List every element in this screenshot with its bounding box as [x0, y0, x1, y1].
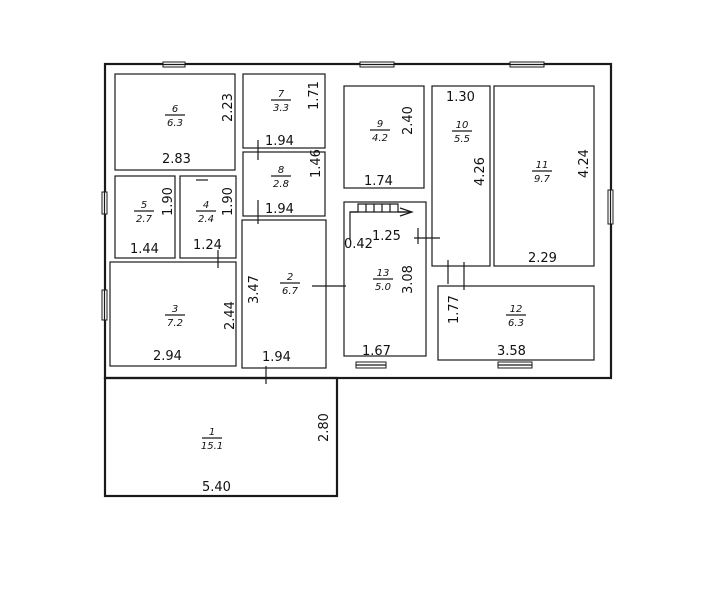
- room-10-outline: [431, 85, 491, 267]
- room-12-area: 6.3: [508, 318, 524, 329]
- room-1-number: 1: [209, 427, 215, 438]
- room-8-outline: [242, 151, 326, 217]
- room-label-12: 126.3: [506, 304, 526, 329]
- room-5-outline: [114, 175, 176, 259]
- room-9-area: 4.2: [372, 133, 388, 144]
- dim-r3-w: 2.94: [153, 349, 182, 364]
- dim-r2-w: 1.94: [262, 350, 291, 365]
- dim-r8-h: 1.46: [309, 149, 324, 178]
- dim-r10-h: 4.26: [473, 157, 488, 186]
- dim-r7-h: 1.71: [307, 81, 322, 110]
- room-label-9: 94.2: [370, 119, 390, 144]
- dim-stair-w: 1.25: [372, 229, 401, 244]
- dim-r13-w: 1.67: [362, 344, 391, 359]
- dim-r7-w: 1.94: [265, 134, 294, 149]
- room-label-13: 135.0: [373, 268, 393, 293]
- dim-stair-gap: 0.42: [344, 237, 373, 252]
- room-1-outline: [103, 376, 339, 498]
- room-label-8: 82.8: [271, 165, 291, 190]
- room-6-area: 6.3: [167, 118, 183, 129]
- door-marks: [196, 140, 465, 384]
- room-11-area: 9.7: [534, 174, 551, 185]
- room-label-3: 37.2: [165, 304, 185, 329]
- room-label-1: 115.1: [201, 427, 223, 452]
- room-2-outline: [241, 219, 327, 369]
- room-5-number: 5: [141, 200, 147, 211]
- room-13-outline: [343, 201, 427, 357]
- dim-r12-h: 1.77: [447, 295, 462, 324]
- room-7-number: 7: [278, 89, 285, 100]
- room-4-outline: [179, 175, 237, 259]
- dim-r8-w: 1.94: [265, 202, 294, 217]
- dim-r12-w: 3.58: [497, 344, 526, 359]
- room-label-4: 42.4: [196, 200, 216, 225]
- room-label-7: 73.3: [271, 89, 291, 114]
- room-6-number: 6: [172, 104, 178, 115]
- dim-r13-h: 3.08: [401, 265, 416, 294]
- room-3-number: 3: [172, 304, 178, 315]
- outer-wall: [103, 62, 613, 380]
- dim-r4-h: 1.90: [221, 187, 236, 216]
- staircase: [349, 203, 414, 240]
- dim-r1-h: 2.80: [317, 413, 332, 442]
- room-12-number: 12: [510, 304, 523, 315]
- dim-r11-h: 4.24: [577, 149, 592, 178]
- windows: [101, 61, 614, 369]
- room-2-number: 2: [287, 272, 293, 283]
- room-5-area: 2.7: [136, 214, 153, 225]
- room-7-area: 3.3: [273, 103, 289, 114]
- room-13-area: 5.0: [375, 282, 391, 293]
- room-10-number: 10: [456, 120, 469, 131]
- room-label-10: 105.5: [452, 120, 472, 145]
- room-label-6: 66.3: [165, 104, 185, 129]
- room-9-outline: [343, 85, 425, 189]
- room-6-outline: [114, 73, 236, 171]
- room-10-area: 5.5: [454, 134, 470, 145]
- room-12-outline: [437, 285, 595, 361]
- room-8-area: 2.8: [273, 179, 289, 190]
- dim-r9-h: 2.40: [401, 106, 416, 135]
- room-4-area: 2.4: [198, 214, 214, 225]
- room-3-area: 7.2: [167, 318, 183, 329]
- dim-r11-w: 2.29: [528, 251, 557, 266]
- room-8-number: 8: [278, 165, 284, 176]
- room-label-11: 119.7: [532, 160, 552, 185]
- room-11-outline: [493, 85, 595, 267]
- room-3-outline: [109, 261, 237, 367]
- room-1-area: 15.1: [201, 441, 223, 452]
- dim-r5-w: 1.44: [130, 242, 159, 257]
- dim-r5-h: 1.90: [161, 187, 176, 216]
- dim-r10-top: 1.30: [446, 90, 475, 105]
- dim-r3-h: 2.44: [223, 301, 238, 330]
- room-13-number: 13: [377, 268, 390, 279]
- dim-r2-h: 3.47: [247, 275, 262, 304]
- room-4-number: 4: [203, 200, 209, 211]
- room-11-number: 11: [536, 160, 549, 171]
- dim-r6-h: 2.23: [221, 93, 236, 122]
- room-label-2: 26.7: [280, 272, 300, 297]
- dim-r6-w: 2.83: [162, 152, 191, 167]
- room-2-area: 6.7: [282, 286, 299, 297]
- room-7-outline: [242, 73, 326, 149]
- dim-r4-w: 1.24: [193, 238, 222, 253]
- dim-r1-w: 5.40: [202, 480, 231, 495]
- room-label-5: 52.7: [134, 200, 154, 225]
- room-9-number: 9: [377, 119, 383, 130]
- dim-r9-w: 1.74: [364, 174, 393, 189]
